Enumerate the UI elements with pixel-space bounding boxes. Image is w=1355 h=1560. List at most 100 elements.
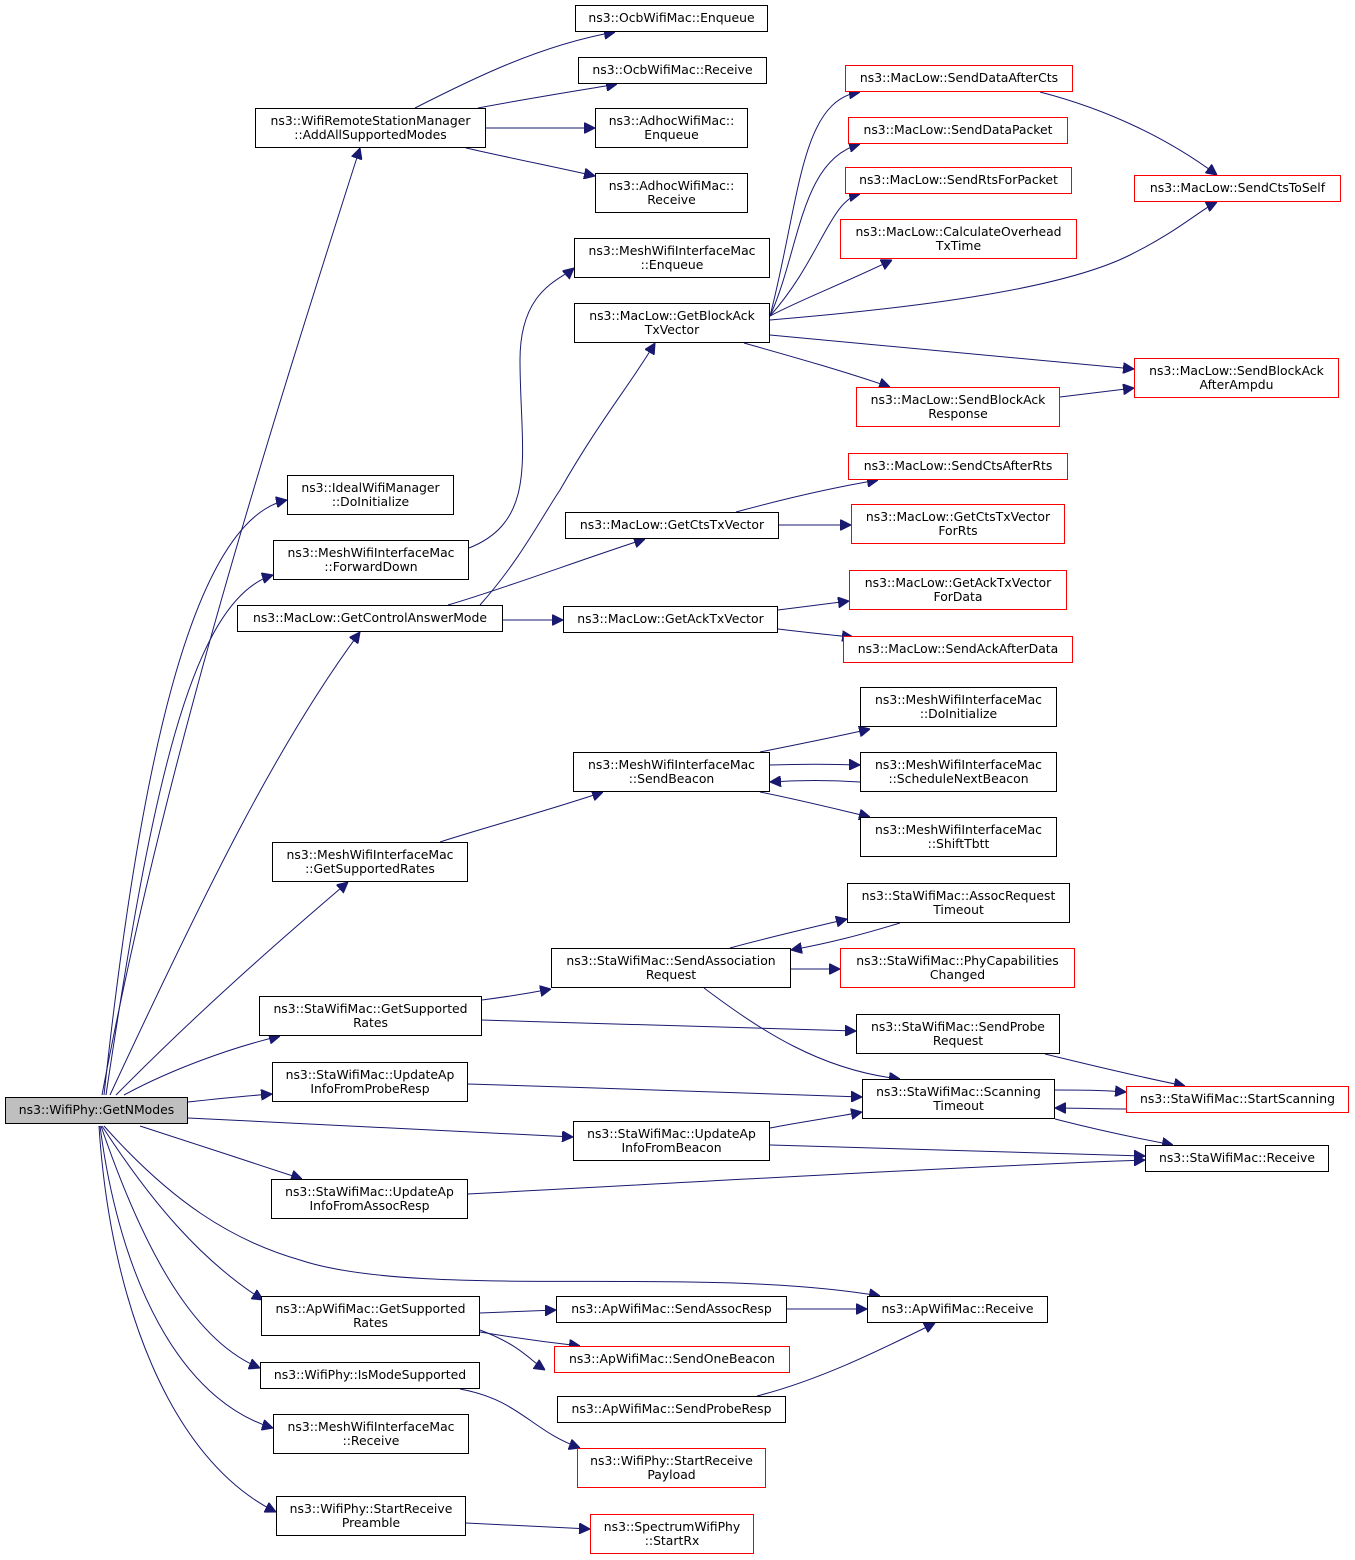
edge-n1-to-n3 <box>477 84 617 109</box>
node-label-line: ForData <box>933 589 983 604</box>
function-node[interactable]: ns3::WifiRemoteStationManager::AddAllSup… <box>255 108 486 148</box>
function-node[interactable]: ns3::MacLow::GetCtsTxVector <box>565 512 779 539</box>
edge-n40-to-n44 <box>479 1329 545 1370</box>
function-node[interactable]: ns3::MeshWifiInterfaceMac::ScheduleNextB… <box>860 752 1057 792</box>
function-node[interactable]: ns3::MeshWifiInterfaceMac::GetSupportedR… <box>272 842 468 882</box>
function-node[interactable]: ns3::MacLow::SendCtsAfterRts <box>848 453 1068 480</box>
function-node[interactable]: ns3::StaWifiMac::Receive <box>1145 1145 1329 1172</box>
edge-n48-to-n49 <box>465 1522 590 1529</box>
edge-n0-to-n40 <box>101 1125 263 1300</box>
function-node[interactable]: ns3::MeshWifiInterfaceMac::ForwardDown <box>273 540 469 580</box>
node-label-line: Receive <box>647 192 696 207</box>
edge-n10-to-n13 <box>769 194 860 317</box>
node-label-line: InfoFromBeacon <box>621 1140 722 1155</box>
node-label-line: ns3::WifiPhy::StartReceive <box>590 1452 753 1468</box>
function-node[interactable]: ns3::ApWifiMac::SendProbeResp <box>557 1396 786 1423</box>
node-label-line: ns3::ApWifiMac::SendProbeResp <box>571 1401 772 1417</box>
edge-n1-to-n5 <box>465 147 595 176</box>
function-node[interactable]: ns3::AdhocWifiMac::Receive <box>595 173 748 213</box>
function-node[interactable]: ns3::MacLow::SendDataAfterCts <box>845 65 1073 92</box>
function-node[interactable]: ns3::ApWifiMac::SendAssocResp <box>556 1296 787 1323</box>
node-label-line: InfoFromProbeResp <box>310 1081 430 1096</box>
function-node[interactable]: ns3::MacLow::GetAckTxVector <box>563 606 778 633</box>
node-label-line: ns3::MacLow::GetCtsTxVector <box>865 508 1051 524</box>
node-label-line: ns3::MeshWifiInterfaceMac <box>286 846 454 862</box>
node-label-line: ns3::WifiPhy::StartReceive <box>289 1500 453 1516</box>
node-label-line: ns3::StaWifiMac::UpdateAp <box>285 1066 455 1082</box>
edge-n0-to-n6 <box>103 500 287 1096</box>
node-label-line: ns3::WifiPhy::IsModeSupported <box>273 1367 467 1383</box>
node-label-line: ::DoInitialize <box>919 706 998 721</box>
node-label-line: ns3::MacLow::GetCtsTxVector <box>579 517 765 533</box>
node-label-line: Request <box>645 967 697 982</box>
function-node[interactable]: ns3::SpectrumWifiPhy::StartRx <box>590 1514 754 1554</box>
node-label-line: ns3::MacLow::SendBlockAck <box>1149 362 1324 378</box>
function-node[interactable]: ns3::MacLow::SendCtsToSelf <box>1134 175 1341 202</box>
node-label-line: ns3::ApWifiMac::GetSupported <box>275 1300 466 1316</box>
function-node[interactable]: ns3::MacLow::SendRtsForPacket <box>845 167 1072 194</box>
function-node[interactable]: ns3::MacLow::SendDataPacket <box>848 117 1068 144</box>
node-label-line: ns3::OcbWifiMac::Receive <box>592 62 753 78</box>
edge-n18-to-n19 <box>735 480 878 513</box>
node-label-line: ns3::StaWifiMac::Receive <box>1158 1150 1316 1166</box>
node-label-line: InfoFromAssocResp <box>309 1198 430 1213</box>
edge-n7-to-n8 <box>468 268 574 549</box>
edge-n9-to-n18 <box>447 539 645 606</box>
function-node[interactable]: ns3::StaWifiMac::StartScanning <box>1126 1086 1349 1113</box>
function-node[interactable]: ns3::IdealWifiManager::DoInitialize <box>287 475 454 515</box>
node-label-line: ::ScheduleNextBeacon <box>888 771 1029 786</box>
edge-n0-to-n9 <box>109 632 360 1096</box>
function-node[interactable]: ns3::MacLow::SendAckAfterData <box>843 636 1073 663</box>
function-node[interactable]: ns3::AdhocWifiMac::Enqueue <box>595 108 748 148</box>
node-label-line: ns3::StaWifiMac::UpdateAp <box>587 1125 756 1141</box>
edge-n10-to-n12 <box>769 144 860 317</box>
edge-n28-to-n24 <box>439 792 603 843</box>
function-node[interactable]: ns3::MeshWifiInterfaceMac::Receive <box>273 1414 469 1454</box>
edge-n10-to-n17 <box>743 342 890 387</box>
edge-n29-to-n30 <box>729 919 847 949</box>
function-node[interactable]: ns3::OcbWifiMac::Receive <box>578 57 767 84</box>
function-node[interactable]: ns3::MeshWifiInterfaceMac::Enqueue <box>574 238 770 278</box>
edge-n0-to-n39 <box>139 1125 302 1179</box>
function-node[interactable]: ns3::OcbWifiMac::Enqueue <box>575 5 768 32</box>
function-node[interactable]: ns3::ApWifiMac::SendOneBeacon <box>554 1346 790 1373</box>
function-node[interactable]: ns3::MacLow::GetControlAnswerMode <box>237 605 503 632</box>
node-label-line: ::ForwardDown <box>324 559 418 574</box>
node-label-line: ::ShiftTbtt <box>927 836 990 851</box>
node-label-line: ns3::StaWifiMac::AssocRequest <box>861 887 1056 903</box>
node-label-line: TxVector <box>644 322 700 337</box>
node-label-line: ns3::AdhocWifiMac:: <box>608 177 735 193</box>
function-node[interactable]: ns3::ApWifiMac::Receive <box>867 1296 1048 1323</box>
function-node[interactable]: ns3::WifiPhy::IsModeSupported <box>260 1362 480 1389</box>
node-label-line: ns3::MacLow::GetAckTxVector <box>864 574 1052 590</box>
edge-n10-to-n11 <box>769 92 860 317</box>
function-node[interactable]: ns3::MeshWifiInterfaceMac::ShiftTbtt <box>860 817 1057 857</box>
node-label-line: ns3::StaWifiMac::PhyCapabilities <box>856 952 1059 968</box>
function-node[interactable]: ns3::MeshWifiInterfaceMac::SendBeacon <box>573 752 770 792</box>
root-function-node: ns3::WifiPhy::GetNModes <box>5 1097 188 1124</box>
node-label-line: ns3::MacLow::SendCtsToSelf <box>1149 180 1326 196</box>
edge-n9-to-n10 <box>479 343 655 606</box>
node-label-line: ns3::MacLow::SendRtsForPacket <box>859 172 1058 188</box>
node-label-line: Timeout <box>933 902 984 917</box>
function-node[interactable]: ns3::MeshWifiInterfaceMac::DoInitialize <box>860 687 1057 727</box>
edge-n0-to-n47 <box>99 1125 273 1428</box>
